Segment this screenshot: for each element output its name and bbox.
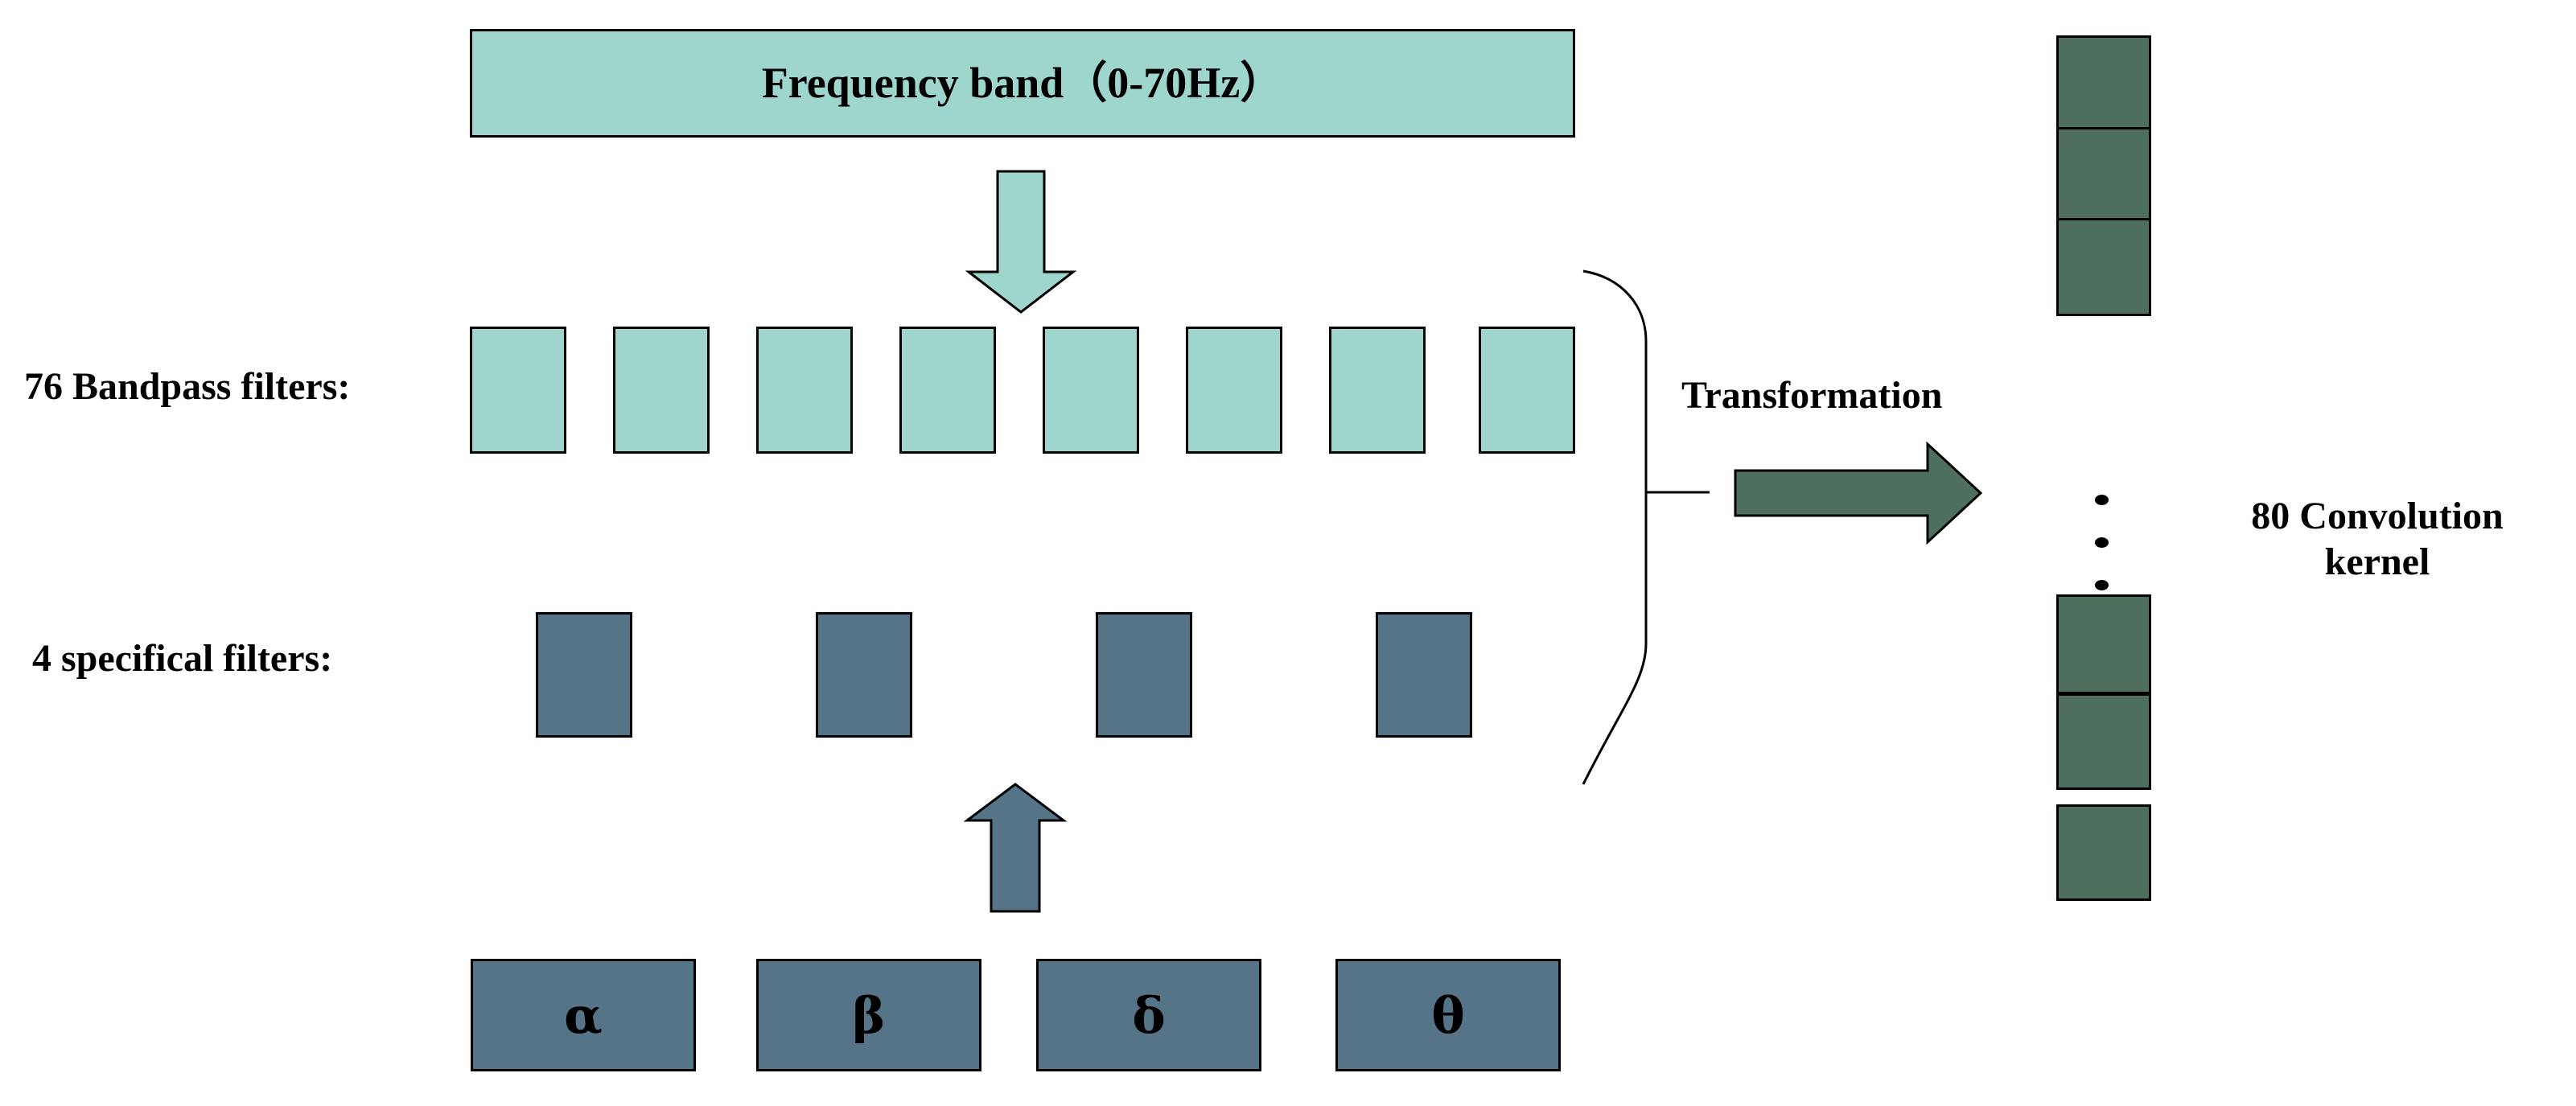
band-box-beta: β — [756, 959, 981, 1071]
frequency-band-box: Frequency band（0-70Hz） — [470, 29, 1575, 138]
band-symbol-delta: δ — [1132, 985, 1166, 1045]
ellipsis-dot — [2095, 537, 2109, 548]
bandpass-filters-label: 76 Bandpass filters: — [24, 365, 351, 408]
convolution-kernel-box — [2056, 804, 2151, 901]
specifical-filter-box — [536, 612, 632, 738]
ellipsis-dot — [2095, 495, 2109, 505]
convolution-kernel-box — [2056, 218, 2151, 316]
convolution-kernel-box — [2056, 127, 2151, 225]
bandpass-filter-box — [756, 327, 853, 454]
specifical-filters-label: 4 specifical filters: — [32, 637, 333, 680]
band-box-delta: δ — [1036, 959, 1261, 1071]
band-box-theta: θ — [1335, 959, 1561, 1071]
frequency-band-label: Frequency band（0-70Hz） — [761, 58, 1284, 107]
bandpass-filter-box — [1479, 327, 1575, 454]
bandpass-filter-box — [1329, 327, 1426, 454]
bandpass-filter-box — [613, 327, 710, 454]
right-arrow-icon — [1734, 441, 1983, 545]
bandpass-filter-box — [470, 327, 566, 454]
band-box-alpha: α — [471, 959, 696, 1071]
grouping-brace — [1582, 269, 1648, 785]
band-symbol-beta: β — [852, 985, 886, 1045]
specifical-filter-box — [1096, 612, 1192, 738]
bandpass-filter-box — [899, 327, 996, 454]
convolution-kernel-box — [2056, 35, 2151, 134]
down-arrow-icon — [965, 170, 1077, 314]
specifical-filter-box — [1376, 612, 1472, 738]
specifical-filter-box — [816, 612, 912, 738]
up-arrow-icon — [963, 783, 1068, 913]
bandpass-filter-box — [1043, 327, 1139, 454]
band-symbol-alpha: α — [564, 985, 603, 1045]
ellipsis-dot — [2095, 580, 2109, 590]
convolution-kernel-box — [2056, 693, 2151, 790]
band-symbol-theta: θ — [1431, 985, 1465, 1045]
convolution-kernel-label: 80 Convolution kernel — [2251, 495, 2504, 583]
convolution-kernel-box — [2056, 594, 2151, 694]
bandpass-filter-box — [1186, 327, 1282, 454]
transformation-label: Transformation — [1681, 374, 1943, 417]
